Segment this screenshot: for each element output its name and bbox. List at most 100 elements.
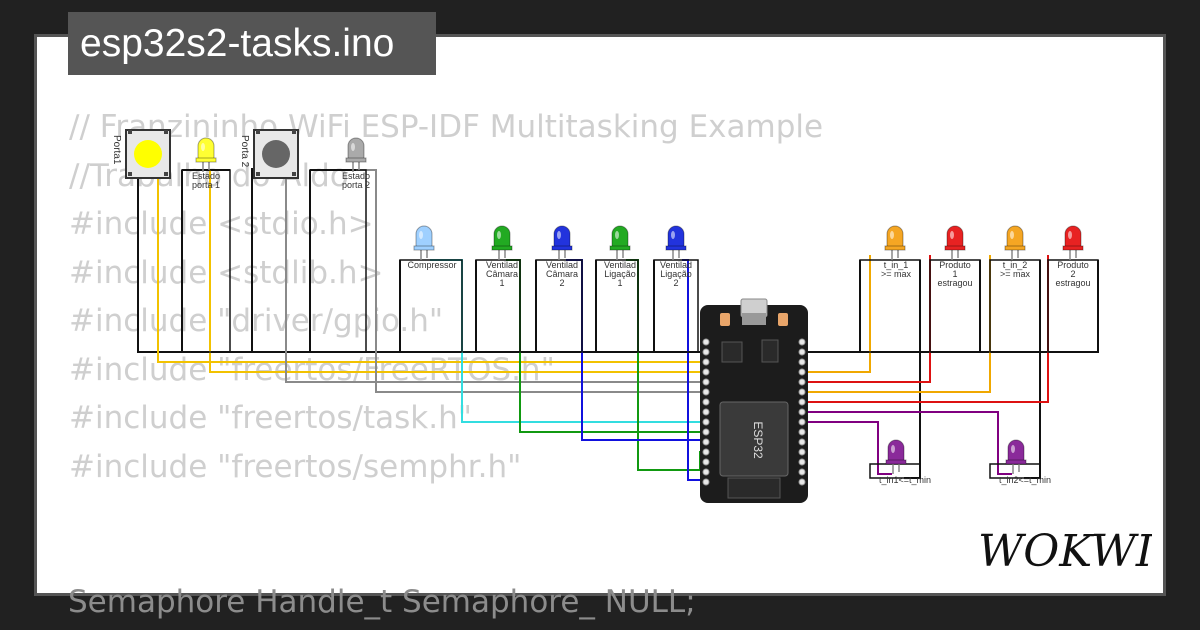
board-pin[interactable] [798,448,806,456]
wire-yellow [157,170,706,363]
board-pin[interactable] [702,418,710,426]
wire-gray [285,170,706,383]
code-line-bottom: Semaphore Handle_t Semaphore_ NULL; [68,584,696,620]
board-pin[interactable] [798,348,806,356]
board-pin[interactable] [798,358,806,366]
led-label: Ventilad [660,260,692,270]
led-label: 2 [1070,269,1075,279]
led-tin1-min[interactable] [885,439,907,474]
led-label: Estado [192,171,220,181]
board-pin[interactable] [702,358,710,366]
led-tin2-max[interactable] [1004,225,1026,260]
led-label: porta 1 [192,180,220,190]
button-cap[interactable] [262,140,290,168]
wires [137,168,1099,481]
led-label: Ligação [604,269,636,279]
board-pin[interactable] [798,388,806,396]
board-pin[interactable] [702,388,710,396]
code-line: #include "freertos/task.h" [69,400,472,436]
leds [195,137,1084,474]
board-pin[interactable] [798,378,806,386]
button-label: Porta1 [111,135,122,165]
board-pin[interactable] [702,338,710,346]
led-label: >= max [1000,269,1031,279]
board-pin[interactable] [702,368,710,376]
diagram-canvas: // Franzininho WiFi ESP-IDF Multitasking… [34,34,1166,596]
led-produto2-estragou[interactable] [1062,225,1084,260]
led-ventilador-ligacao1[interactable] [609,225,631,260]
esp32-board[interactable]: ESP32 [700,298,808,503]
led-label: t_in_2 [1003,260,1028,270]
led-label: estragou [1055,278,1090,288]
led-produto1-estragou[interactable] [944,225,966,260]
chip-label: ESP32 [751,421,765,459]
board-pin[interactable] [702,458,710,466]
button-cap[interactable] [134,140,162,168]
board-pin[interactable] [702,348,710,356]
led-label: t_in1<=t_min [879,475,931,485]
logo-icon: WOKWI [978,526,1155,577]
board-pin[interactable] [798,408,806,416]
smd-led [720,313,730,326]
wire-red [804,255,931,383]
wire-purple [804,411,1012,475]
title-bar: esp32s2-tasks.ino [68,12,436,75]
led-label: >= max [881,269,912,279]
board-pin[interactable] [798,338,806,346]
code-line: #include "driver/gpio.h" [69,303,444,339]
board-pin[interactable] [798,478,806,486]
led-compressor[interactable] [413,225,435,260]
wire-purple [804,421,892,475]
regulator [761,339,779,363]
board-pin[interactable] [798,368,806,376]
board-pin[interactable] [702,378,710,386]
led-estado-porta2[interactable] [345,137,367,172]
logo-text: WOKWI [978,526,1152,577]
wire-black [181,169,230,352]
button-label: Porta 2 [239,135,250,168]
led-tin1-max[interactable] [884,225,906,260]
led-ventilador-camara2[interactable] [551,225,573,260]
board-pin[interactable] [798,418,806,426]
led-label: 2 [559,278,564,288]
led-label: Ligação [660,269,692,279]
board-pins [702,338,806,486]
component-labels: Estado porta 1 Estado porta 2 Compressor… [192,171,1091,485]
led-label: 1 [499,278,504,288]
board-pin[interactable] [702,398,710,406]
board-pin[interactable] [702,428,710,436]
pushbutton-porta2[interactable] [253,129,299,179]
wokwi-logo: WOKWI [972,522,1155,587]
led-label: 1 [952,269,957,279]
board-pin[interactable] [798,438,806,446]
led-label: Produto [1057,260,1089,270]
board-pin[interactable] [702,438,710,446]
board-pin[interactable] [702,478,710,486]
board-pin[interactable] [702,468,710,476]
wire-blue [566,259,706,441]
led-label: 1 [617,278,622,288]
led-ventilador-camara1[interactable] [491,225,513,260]
board-pin[interactable] [702,408,710,416]
wire-black [804,260,1099,353]
led-label: porta 2 [342,180,370,190]
pushbutton-porta1[interactable] [125,129,171,179]
esp32-module [719,401,789,477]
board-pin[interactable] [798,458,806,466]
wire-black [309,169,366,352]
board-pin[interactable] [702,448,710,456]
led-label: Ventilad [486,260,518,270]
wire-yellow [209,170,706,373]
smd-led [778,313,788,326]
wire-cyan [430,259,706,423]
led-estado-porta1[interactable] [195,137,217,172]
board-pin[interactable] [798,468,806,476]
board-pin[interactable] [798,398,806,406]
usb-chip [721,341,743,363]
smd-component [742,313,766,325]
led-ventilador-ligacao2[interactable] [665,225,687,260]
led-tin2-min[interactable] [1005,439,1027,474]
board-pin[interactable] [798,428,806,436]
led-label: Produto [939,260,971,270]
